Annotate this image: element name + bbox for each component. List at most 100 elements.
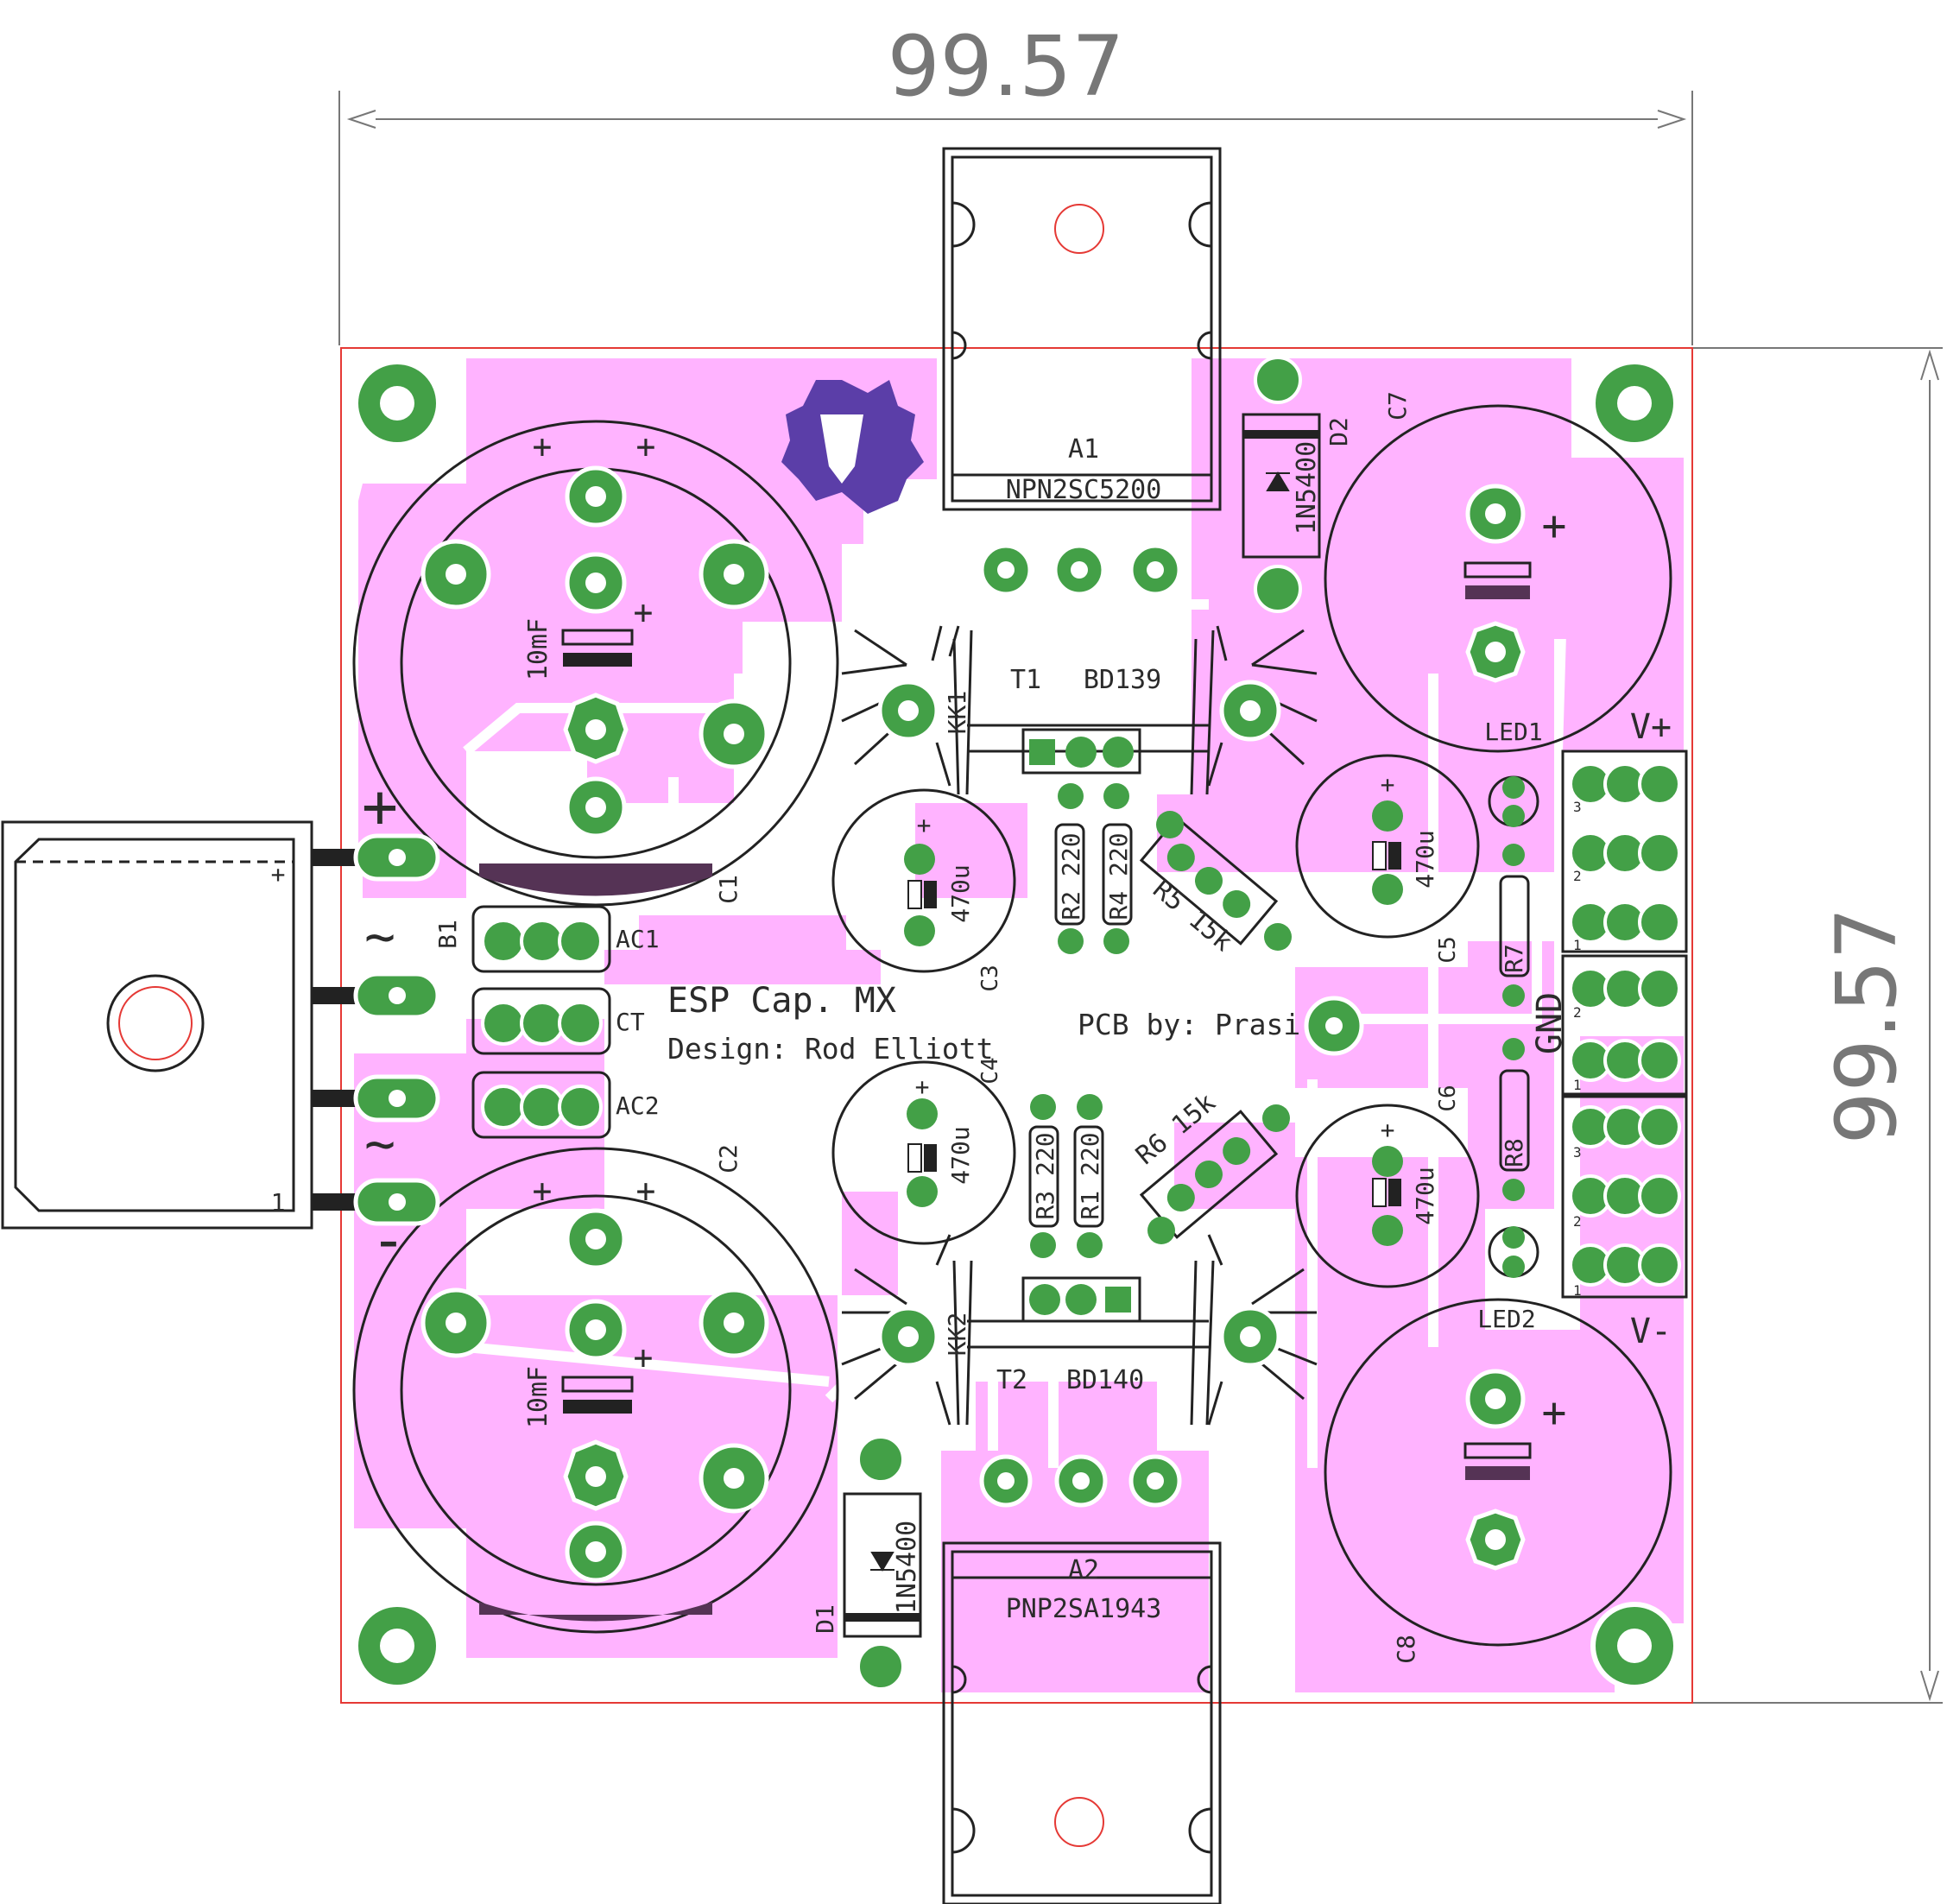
c2-ref: C2 [714,1144,743,1173]
c1-pads [420,465,769,838]
pad [699,699,769,769]
r3-label: R3 220 [1031,1132,1059,1219]
pad [420,539,491,610]
resistor-r4 [1102,783,1133,954]
pad [1053,543,1106,597]
pad [353,1178,440,1226]
resistor-r3 [1028,1094,1059,1258]
capacitor-c2 [352,1147,839,1634]
pad [565,1521,627,1583]
pad [565,1299,627,1361]
resistor-r1 [1073,1094,1104,1258]
c2-plus-1: + [533,1172,553,1210]
bridge-minus-symbol: - [370,1205,407,1275]
r7-ref: R7 [1500,944,1528,973]
pad [1465,1369,1526,1429]
pad [565,776,627,838]
kk1-ref: KK1 [943,691,971,735]
a1-value: NPN2SC5200 [1006,475,1162,505]
c2-pads [420,1208,769,1583]
pin-number: 2 [1573,1004,1582,1021]
pad [1128,1454,1182,1508]
r4-label: R4 220 [1104,832,1133,920]
power-transistor-a2 [942,1541,1222,1904]
r4-ref: R4 [1104,891,1133,920]
a2-mounting-hole [1054,1797,1104,1847]
pin-number: 2 [1573,1213,1582,1230]
capacitor-c3 [831,788,1016,973]
a1-ref: A1 [1068,434,1099,465]
board-pcb-by: PCB by: Prasi [1078,1008,1300,1041]
transistor-t1 [1021,728,1141,775]
led2 [1488,1226,1539,1278]
r1-ref: R1 [1076,1191,1104,1220]
pad [979,543,1033,597]
pad [353,833,440,882]
diode-d2 [1242,356,1321,613]
led1 [1488,775,1539,827]
r1-value: 220 [1076,1132,1104,1176]
horizontal-dimension [338,91,1693,345]
pin-number: 1 [1573,937,1582,953]
r2-ref: R2 [1057,891,1085,920]
bridge-mounting-hole [106,974,205,1072]
capacitor-c4 [831,1060,1016,1245]
kk2-pads [877,1306,1281,1368]
bridge-hole-outline [118,986,193,1060]
pad [1219,1306,1281,1368]
ct-label: CT [616,1008,645,1036]
diode-d1 [843,1435,922,1691]
a2-pads [979,1454,1182,1508]
capacitor-c6 [1295,1104,1480,1288]
pin-number: 3 [1573,799,1582,815]
vminus-label: V- [1630,1312,1672,1351]
pad [353,971,440,1020]
r2-label: R2 220 [1057,832,1085,920]
c4-value: 470u [946,1126,975,1184]
c5-plus: + [1381,770,1395,799]
pad [1465,1509,1526,1571]
capacitor-c5 [1295,754,1480,939]
c8-ref: C8 [1392,1635,1420,1664]
pin-number: 1 [1573,1282,1582,1299]
connector-ac1 [471,905,611,973]
c7-ref: C7 [1383,391,1412,421]
capacitor-c8 [1324,1298,1672,1647]
a1-pads [979,543,1182,597]
c2-plus-3: + [634,1338,654,1376]
pad [420,1287,491,1358]
pin-number: 2 [1573,868,1582,884]
c1-value: 10mF [523,618,553,680]
pad [353,1074,440,1123]
heatsink-kk1 [841,625,1318,795]
c1-plus-2: + [636,427,656,465]
resistor-r7 [1499,844,1530,1007]
pad [1128,543,1182,597]
a1-mounting-hole [1054,204,1104,254]
connector-ct [471,987,611,1055]
c2-value: 10mF [523,1366,553,1428]
bridge-plus-symbol: + [362,771,398,842]
board-designer: Design: Rod Elliott [667,1032,994,1066]
c6-ref: C6 [1435,1085,1461,1111]
t2-ref: T2 [996,1365,1027,1395]
ground-pad [1304,996,1364,1056]
vplus-label: V+ [1630,707,1672,747]
pad [1054,1454,1108,1508]
c2-plus-2: + [636,1172,656,1210]
pad [565,465,627,528]
a2-ref: A2 [1068,1555,1099,1585]
terminal-block-vplus [1561,750,1688,953]
t1-value: BD139 [1084,665,1161,695]
terminal-block-gnd [1561,954,1688,1096]
c1-plus-1: + [533,427,553,465]
c3-ref: C3 [977,965,1003,991]
pad [979,1454,1033,1508]
pin-number: 3 [1573,1144,1582,1161]
kk2-ref: KK2 [943,1313,971,1357]
c3-plus: + [917,811,932,839]
c4-plus: + [915,1072,930,1101]
mounting-hole [1590,359,1678,447]
c1-ref: C1 [714,875,743,904]
